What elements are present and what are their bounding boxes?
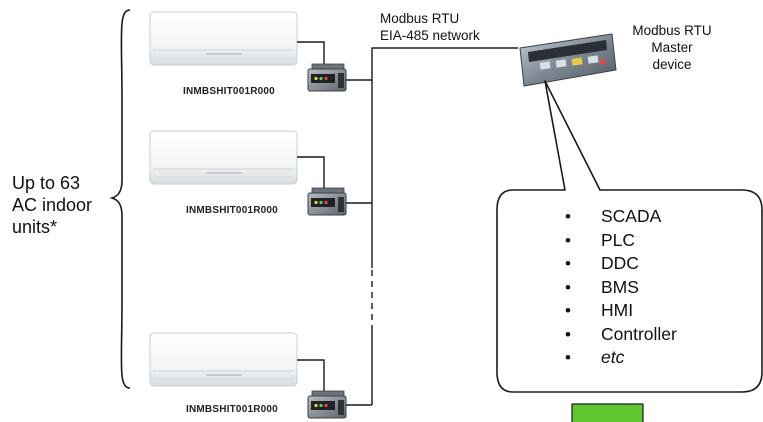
ac-indoor-unit-3	[149, 332, 298, 387]
network-label-line-1: Modbus RTU	[380, 11, 460, 26]
gateway-label-2: INMBSHIT001R000	[186, 205, 278, 216]
list-item: HMI	[565, 299, 677, 323]
master-systems-list: SCADA PLC DDC BMS HMI Controller etc	[565, 205, 677, 370]
unit-group-brace	[109, 9, 131, 389]
ac-units-count-line-2: AC indoor	[12, 195, 93, 215]
list-item: SCADA	[565, 205, 677, 229]
gateway-device-3	[307, 390, 347, 419]
list-item: Controller	[565, 323, 677, 347]
ac-units-count-line-3: units*	[12, 217, 58, 237]
ac-to-gateway-cable-1	[297, 41, 325, 64]
gateway-label-1: INMBSHIT001R000	[183, 86, 275, 97]
list-item: PLC	[565, 229, 677, 253]
ac-indoor-unit-1	[149, 11, 298, 66]
master-device-label: Modbus RTU Master device	[617, 22, 727, 73]
ac-indoor-unit-2	[149, 130, 298, 185]
list-item: etc	[565, 346, 677, 370]
master-label-line-3: device	[652, 57, 692, 72]
master-device-image	[519, 33, 617, 87]
gateway-label-3: INMBSHIT001R000	[186, 404, 278, 415]
network-label: Modbus RTU EIA-485 network	[380, 10, 480, 44]
master-label-line-1: Modbus RTU	[632, 23, 712, 38]
gateway-device-1	[307, 63, 347, 92]
gateway-device-2	[307, 187, 347, 216]
list-item: BMS	[565, 276, 677, 300]
ac-units-count-line-1: Up to 63	[12, 173, 81, 193]
master-label-line-2: Master	[651, 40, 693, 55]
bus-line-top	[346, 47, 518, 81]
network-label-line-2: EIA-485 network	[380, 28, 480, 43]
green-block	[571, 403, 644, 422]
ac-to-gateway-cable-2	[297, 156, 325, 188]
list-item: DDC	[565, 252, 677, 276]
ac-units-count-label: Up to 63 AC indoor units*	[12, 172, 92, 238]
ac-to-gateway-cable-3	[297, 359, 325, 391]
